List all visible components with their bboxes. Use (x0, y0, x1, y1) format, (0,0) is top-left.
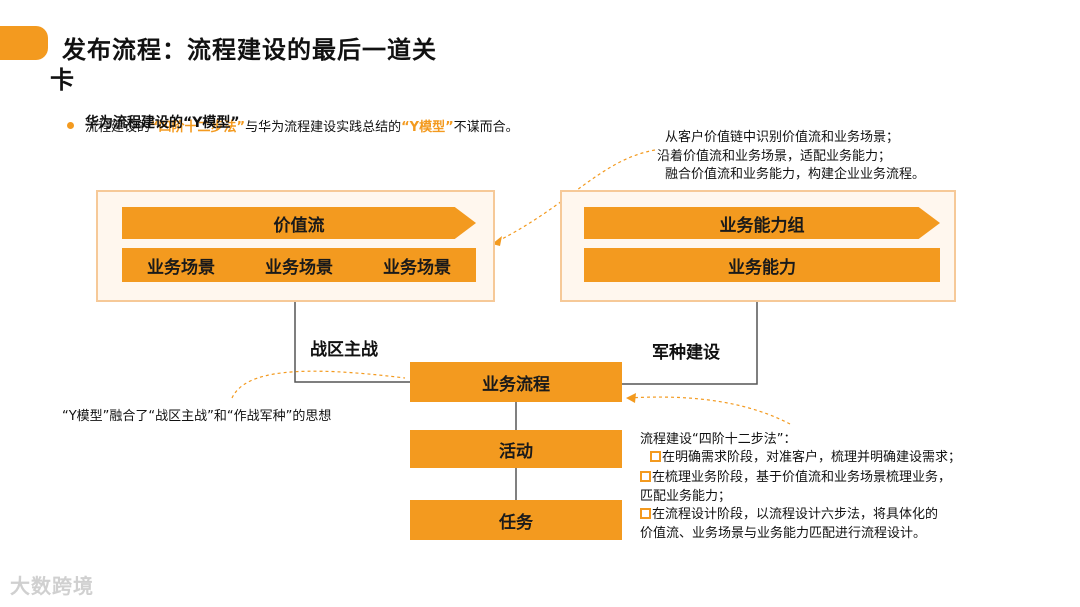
right-note-dashed-arrow (627, 396, 791, 425)
capability-group-label: 业务能力组 (719, 215, 805, 236)
business-capability-bar: 业务能力 (584, 248, 940, 282)
step-2: 在梳理业务阶段，基于价值流和业务场景梳理业务， (640, 468, 951, 488)
business-scenario-1: 业务场景 (147, 257, 215, 278)
top-note-dashed-arrow (495, 149, 656, 243)
business-scenario-2: 业务场景 (265, 257, 333, 278)
bullet-highlight-method: “四阶十二步法” (150, 120, 246, 135)
value-stream-box: 价值流 业务场景 业务场景 业务场景 (96, 190, 495, 302)
title-accent-tab (0, 26, 48, 60)
right-connector (622, 300, 758, 385)
bullet-highlight-y-model: “Y模型” (401, 120, 454, 135)
business-process-node: 业务流程 (410, 362, 622, 402)
task-node: 任务 (410, 500, 622, 540)
checkbox-icon (650, 451, 661, 462)
checkbox-icon (640, 508, 651, 519)
step-2-text: 在梳理业务阶段，基于价值流和业务场景梳理业务， (652, 470, 952, 485)
step-3: 在流程设计阶段，以流程设计六步法，将具体化的 (640, 505, 938, 525)
bullet-suffix: 不谋而合。 (453, 120, 519, 135)
top-note-line3: 融合价值流和业务能力，构建企业业务流程。 (665, 167, 926, 182)
bullet-dot (67, 122, 74, 129)
page-title-line2: 卡 (50, 66, 74, 94)
bullet-text: 流程建设的“四阶十二步法”与华为流程建设实践总结的“Y模型”不谋而合。 (85, 116, 519, 135)
activity-node: 活动 (410, 430, 622, 468)
business-capability-label: 业务能力 (728, 257, 796, 278)
step-1-text: 在明确需求阶段，对准客户，梳理并明确建设需求； (662, 450, 962, 465)
service-building-label: 军种建设 (652, 343, 720, 363)
value-stream-arrow: 价值流 (122, 207, 476, 239)
step-3-cont: 价值流、业务场景与业务能力匹配进行流程设计。 (640, 526, 927, 541)
top-note-line2: 沿着价值流和业务场景，适配业务能力； (657, 149, 892, 164)
theater-command-label: 战区主战 (310, 340, 378, 360)
steps-heading: 流程建设“四阶十二步法”： (640, 432, 797, 447)
step-1: 在明确需求阶段，对准客户，梳理并明确建设需求； (650, 448, 961, 468)
business-scenario-bar: 业务场景 业务场景 业务场景 (122, 248, 476, 282)
bullet-prefix: 流程建设的 (85, 120, 151, 135)
top-note-line1: 从客户价值链中识别价值流和业务场景； (665, 130, 900, 145)
right-arrow-head (626, 393, 636, 403)
business-capability-box: 业务能力组 业务能力 (560, 190, 956, 302)
page-title: 发布流程：流程建设的最后一道关 (62, 36, 437, 64)
value-stream-label: 价值流 (273, 215, 325, 236)
bullet-middle: 与华为流程建设实践总结的 (245, 120, 402, 135)
checkbox-icon (640, 471, 651, 482)
step-3-text: 在流程设计阶段，以流程设计六步法，将具体化的 (652, 507, 939, 522)
business-scenario-3: 业务场景 (383, 257, 451, 278)
y-model-note: “Y模型”融合了“战区主战”和“作战军种”的思想 (62, 409, 332, 424)
watermark: 大数跨境 (10, 574, 94, 598)
left-connector (294, 300, 410, 383)
bullet-overlay-text: 华为流程建设的“Y模型” (85, 115, 240, 131)
step-2-cont: 匹配业务能力； (640, 489, 732, 504)
capability-group-arrow: 业务能力组 (584, 207, 940, 239)
left-note-dashed-arrow (231, 370, 406, 399)
